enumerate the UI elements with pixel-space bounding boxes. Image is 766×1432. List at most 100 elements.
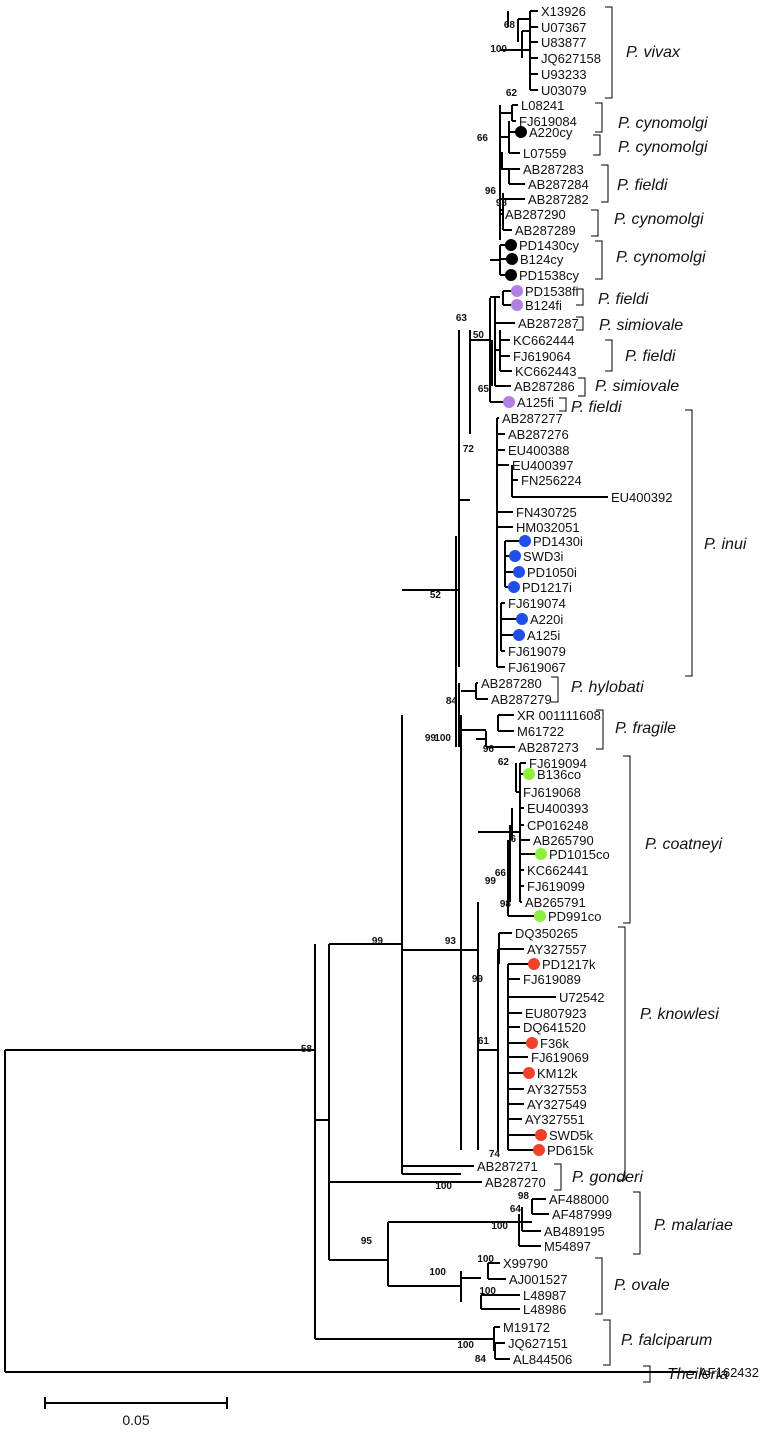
leaf-label: L48986 [523, 1302, 566, 1317]
clade-label: P. fieldi [571, 399, 622, 416]
clade-label: P. simiovale [595, 378, 679, 395]
clade-label: P. cynomolgi [618, 115, 708, 132]
leaf-label: AB265790 [533, 833, 594, 848]
scale-bar-label: 0.05 [122, 1412, 149, 1428]
bootstrap-value: 66 [495, 868, 507, 879]
leaf-label: EU400388 [508, 443, 569, 458]
clade-bracket [576, 316, 584, 331]
leaf-label: M61722 [517, 724, 564, 739]
clade-label: P. fieldi [598, 291, 649, 308]
sample-marker [505, 239, 517, 251]
sample-marker [503, 396, 515, 408]
bootstrap-value: 52 [430, 590, 442, 601]
sample-marker [511, 285, 523, 297]
leaf-label: F36k [540, 1036, 569, 1051]
leaf-label: PD1015co [549, 847, 610, 862]
leaf-label: U03079 [541, 83, 587, 98]
bootstrap-value: 99 [372, 936, 384, 947]
clade-label: P. gonderi [572, 1169, 643, 1186]
leaf-label: AB489195 [544, 1224, 605, 1239]
leaf-label: KC662443 [515, 364, 576, 379]
clade-bracket [605, 339, 613, 372]
leaf-label: EU400392 [611, 490, 672, 505]
sample-markers [503, 126, 547, 1156]
leaf-label: A125i [527, 628, 560, 643]
leaf-label: AF488000 [549, 1192, 609, 1207]
leaf-label: AB287287 [518, 316, 579, 331]
leaf-label: B124cy [520, 252, 564, 267]
bootstrap-value: 93 [445, 936, 457, 947]
leaf-label: U93233 [541, 67, 587, 82]
clade-label: P. fieldi [625, 348, 676, 365]
leaf-label: JQ627151 [508, 1336, 568, 1351]
leaf-label: AB287284 [528, 177, 589, 192]
clade-label: P. ovale [614, 1277, 670, 1294]
leaf-label: AB265791 [525, 895, 586, 910]
leaf-label: AB287282 [528, 192, 589, 207]
clade-bracket [576, 288, 584, 306]
sample-marker [508, 581, 520, 593]
leaf-label: AB287290 [505, 207, 566, 222]
bootstrap-value: 98 [496, 198, 508, 209]
leaf-labels: X13926U07367U83877JQ627158U93233U03079L0… [477, 4, 759, 1380]
leaf-label: FJ619084 [519, 114, 577, 129]
scale-bar: 0.05 [44, 1397, 228, 1428]
leaf-label: FJ619079 [508, 644, 566, 659]
bootstrap-value: 50 [473, 330, 485, 341]
leaf-label: AJ001527 [509, 1272, 568, 1287]
sample-marker [535, 848, 547, 860]
clade-bracket [595, 240, 603, 280]
leaf-label: AB287270 [485, 1175, 546, 1190]
leaf-label: DQ641520 [523, 1020, 586, 1035]
bootstrap-value: 61 [478, 1036, 490, 1047]
leaf-label: FJ619067 [508, 660, 566, 675]
leaf-label: AB287289 [515, 223, 576, 238]
leaf-label: M54897 [544, 1239, 591, 1254]
sample-marker [513, 566, 525, 578]
bootstrap-value: 96 [483, 744, 495, 755]
leaf-label: U07367 [541, 20, 587, 35]
leaf-label: B124fi [525, 298, 562, 313]
clade-label: Theileria [667, 1366, 728, 1383]
bootstrap-value: 64 [510, 1204, 522, 1215]
clade-bracket [685, 409, 693, 677]
clade-label: P. malariae [654, 1217, 733, 1234]
leaf-label: EU807923 [525, 1006, 586, 1021]
leaf-label: A125fi [517, 395, 554, 410]
clade-bracket [554, 1163, 562, 1191]
bootstrap-value: 99 [485, 876, 497, 887]
clade-bracket [623, 755, 631, 924]
clade-label: P. vivax [626, 44, 681, 61]
leaf-label: AY327549 [527, 1097, 587, 1112]
leaf-label: AY327553 [527, 1082, 587, 1097]
bootstrap-value: 62 [498, 757, 510, 768]
leaf-label: AF487999 [552, 1207, 612, 1222]
leaf-label: AY327557 [527, 942, 587, 957]
clade-bracket [596, 709, 604, 750]
leaf-label: L48987 [523, 1288, 566, 1303]
leaf-label: XR 001111608 [517, 708, 601, 723]
bootstrap-value: 96 [485, 186, 497, 197]
leaf-label: FJ619094 [529, 756, 587, 771]
bootstrap-value: 100 [435, 1181, 452, 1192]
bootstrap-value: 66 [477, 133, 489, 144]
leaf-label: HM032051 [516, 520, 580, 535]
leaf-label: X99790 [503, 1256, 548, 1271]
leaf-label: PD1430i [533, 534, 583, 549]
leaf-label: AB287280 [481, 676, 542, 691]
leaf-label: KC662444 [513, 333, 574, 348]
leaf-label: FJ619064 [513, 349, 571, 364]
bootstrap-value: 100 [434, 733, 451, 744]
leaf-label: B136co [537, 767, 581, 782]
leaf-label: M19172 [503, 1320, 550, 1335]
clade-label: P. fieldi [617, 177, 668, 194]
leaf-label: FJ619074 [508, 596, 566, 611]
bootstrap-value: 84 [475, 1354, 487, 1365]
bootstrap-value: 100 [429, 1267, 446, 1278]
bootstrap-value: 84 [446, 696, 458, 707]
leaf-label: U83877 [541, 35, 587, 50]
leaf-label: SWD5k [549, 1128, 594, 1143]
clade-bracket [618, 926, 626, 1181]
